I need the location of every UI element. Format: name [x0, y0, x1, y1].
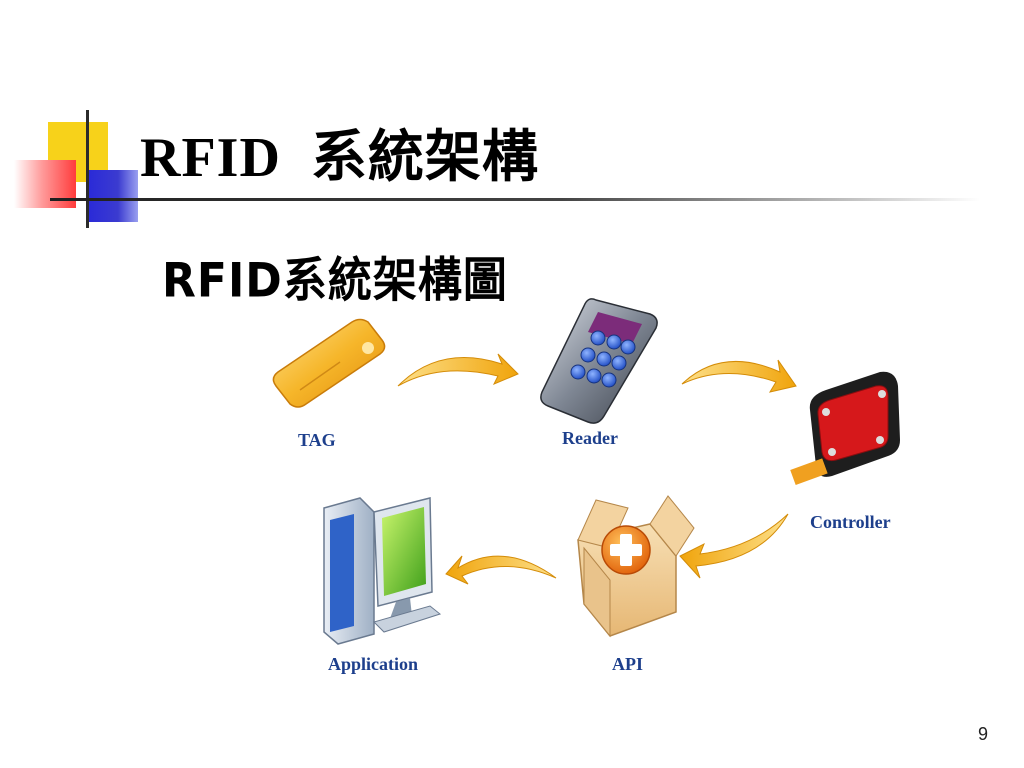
title-deco-vertical-line: [86, 110, 89, 228]
controller-device-icon: [790, 371, 900, 485]
arrow-api-to-application: [445, 555, 557, 585]
node-label-tag: TAG: [298, 430, 336, 450]
node-label-controller: Controller: [810, 512, 891, 532]
rfid-card-icon: [272, 318, 386, 408]
node-label-api: API: [612, 654, 643, 674]
page-number: 9: [978, 724, 989, 744]
node-label-reader: Reader: [562, 428, 618, 448]
diagram-title: RFID系統架構圖: [162, 253, 508, 309]
title-deco-blue-square: [88, 170, 138, 222]
computer-icon: [323, 497, 442, 645]
arrow-reader-to-controller: [681, 359, 797, 393]
arrow-tag-to-reader: [397, 353, 519, 387]
arrow-controller-to-api: [679, 513, 789, 579]
node-label-application: Application: [328, 654, 419, 674]
flow-arrows: [397, 353, 797, 585]
keypad-reader-icon: [540, 298, 658, 424]
package-box-icon: [577, 495, 695, 638]
slide-title: RFID 系統架構: [140, 127, 539, 189]
title-underline: [50, 198, 980, 201]
